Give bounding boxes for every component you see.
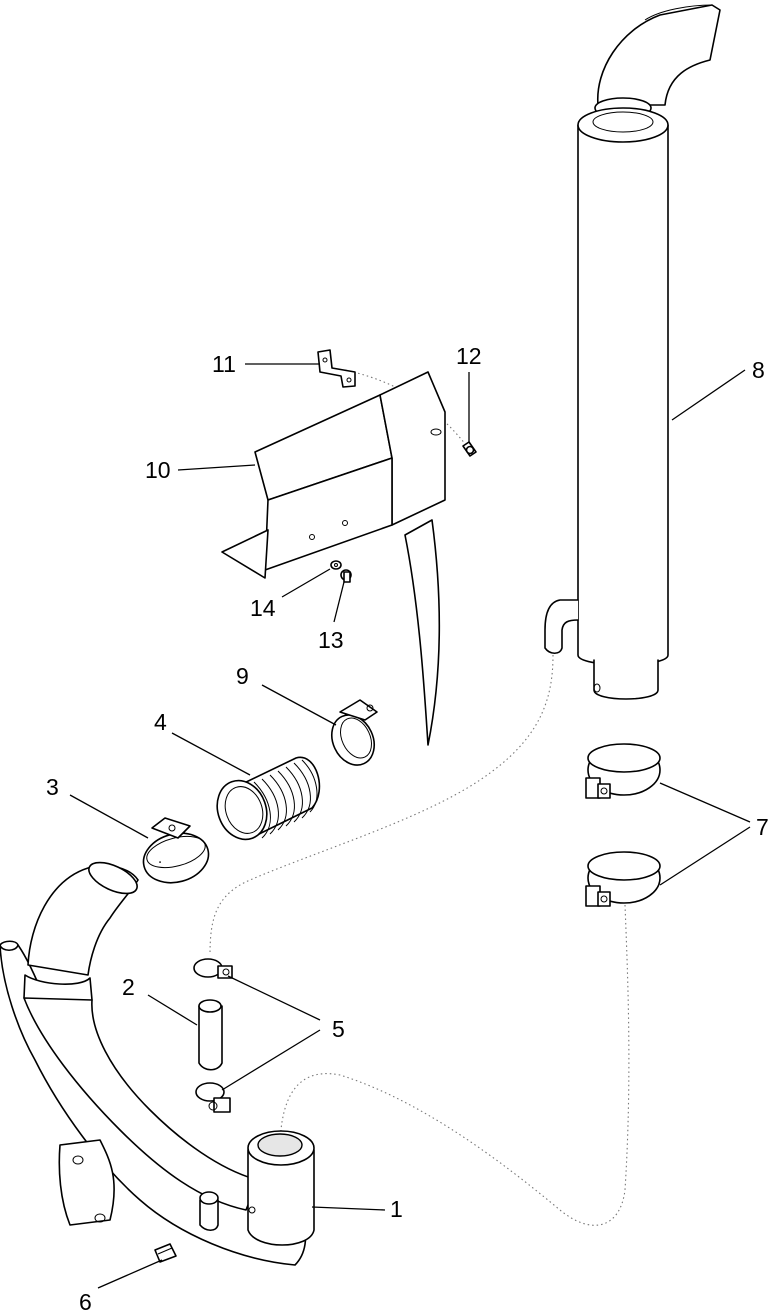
heat-shield [221, 371, 446, 746]
callout-9: 9 [236, 663, 249, 689]
callout-11: 11 [212, 351, 236, 377]
muffler-clamp-lower [585, 851, 661, 907]
bracket [317, 349, 356, 388]
muffler-clamp-upper [585, 743, 661, 799]
callout-4: 4 [154, 709, 167, 735]
leader-lines [69, 363, 751, 1289]
hose-clamp-upper [331, 699, 378, 766]
small-clamp-upper [193, 958, 233, 979]
callout-12: 12 [456, 343, 482, 369]
flex-hose [216, 756, 321, 841]
small-clamp-lower [195, 1082, 231, 1113]
bolt [340, 569, 352, 583]
callout-5: 5 [332, 1016, 345, 1042]
callout-6: 6 [79, 1289, 92, 1315]
mounting-bolt [154, 1243, 177, 1263]
callout-10: 10 [145, 457, 171, 483]
callout-7: 7 [756, 814, 769, 840]
callout-13: 13 [318, 627, 344, 653]
callout-14: 14 [250, 595, 276, 621]
callout-2: 2 [122, 974, 135, 1000]
callout-8: 8 [752, 357, 765, 383]
callout-1: 1 [390, 1196, 403, 1222]
exhaust-elbow [0, 861, 315, 1266]
tube [198, 999, 223, 1071]
screw [462, 441, 477, 457]
hose-clamp-lower [142, 817, 210, 884]
callouts: 1 2 3 4 5 6 7 8 9 10 11 12 13 14 [46, 343, 769, 1315]
washer [330, 560, 342, 570]
callout-3: 3 [46, 774, 59, 800]
muffler [544, 4, 721, 700]
